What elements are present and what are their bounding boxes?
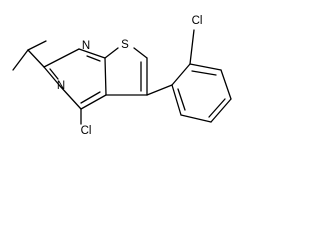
bond-s-c6 bbox=[133, 47, 148, 59]
bond-methyl-b bbox=[27, 40, 47, 51]
bond-ph4-ph5-inner bbox=[208, 98, 226, 118]
thiophene-ring bbox=[104, 47, 148, 96]
chemical-structure-diagram: N N S Cl Cl bbox=[12, 15, 232, 137]
bond-ph1-ph2 bbox=[171, 63, 191, 86]
isopropyl-group bbox=[12, 40, 47, 71]
bond-methyl-a bbox=[12, 49, 29, 71]
bond-c4a-c4-double bbox=[80, 91, 101, 104]
bond-ph2-ph3 bbox=[189, 63, 222, 71]
bond-c4-n3 bbox=[59, 85, 82, 110]
bond-n1-c7a bbox=[78, 48, 106, 59]
bond-c7a-c4a bbox=[104, 57, 107, 96]
bond-ph4-ph5 bbox=[210, 98, 232, 123]
atom-labels: N N S Cl Cl bbox=[57, 15, 203, 137]
pyrimidine-ring bbox=[43, 48, 107, 125]
bond-c2-n1 bbox=[43, 48, 80, 68]
atom-label-cl-ring: Cl bbox=[81, 125, 92, 137]
bond-ph5-ph6 bbox=[180, 114, 212, 123]
atom-label-n3: N bbox=[57, 80, 65, 92]
bond-ph6-ph1-inner bbox=[177, 88, 186, 111]
bond-isopropyl-c2 bbox=[27, 49, 45, 68]
atom-label-s7: S bbox=[121, 39, 129, 51]
bond-ph6-ph1 bbox=[171, 84, 182, 116]
bond-c5-phenyl bbox=[146, 84, 173, 96]
bond-c2-n3 bbox=[43, 66, 61, 87]
bond-ph2-ph3-inner bbox=[191, 70, 217, 76]
atom-label-cl-phenyl: Cl bbox=[192, 15, 203, 27]
bond-n1-c7a-double bbox=[86, 55, 101, 62]
bond-c7a-s bbox=[104, 47, 119, 59]
bond-c4a-c4 bbox=[80, 94, 107, 110]
bond-c2-n3-double bbox=[49, 68, 59, 80]
chlorophenyl-ring bbox=[146, 29, 232, 123]
bond-ph3-ph4 bbox=[220, 69, 232, 100]
bond-ph2-cl bbox=[189, 29, 195, 65]
atom-label-n1: N bbox=[82, 40, 90, 52]
